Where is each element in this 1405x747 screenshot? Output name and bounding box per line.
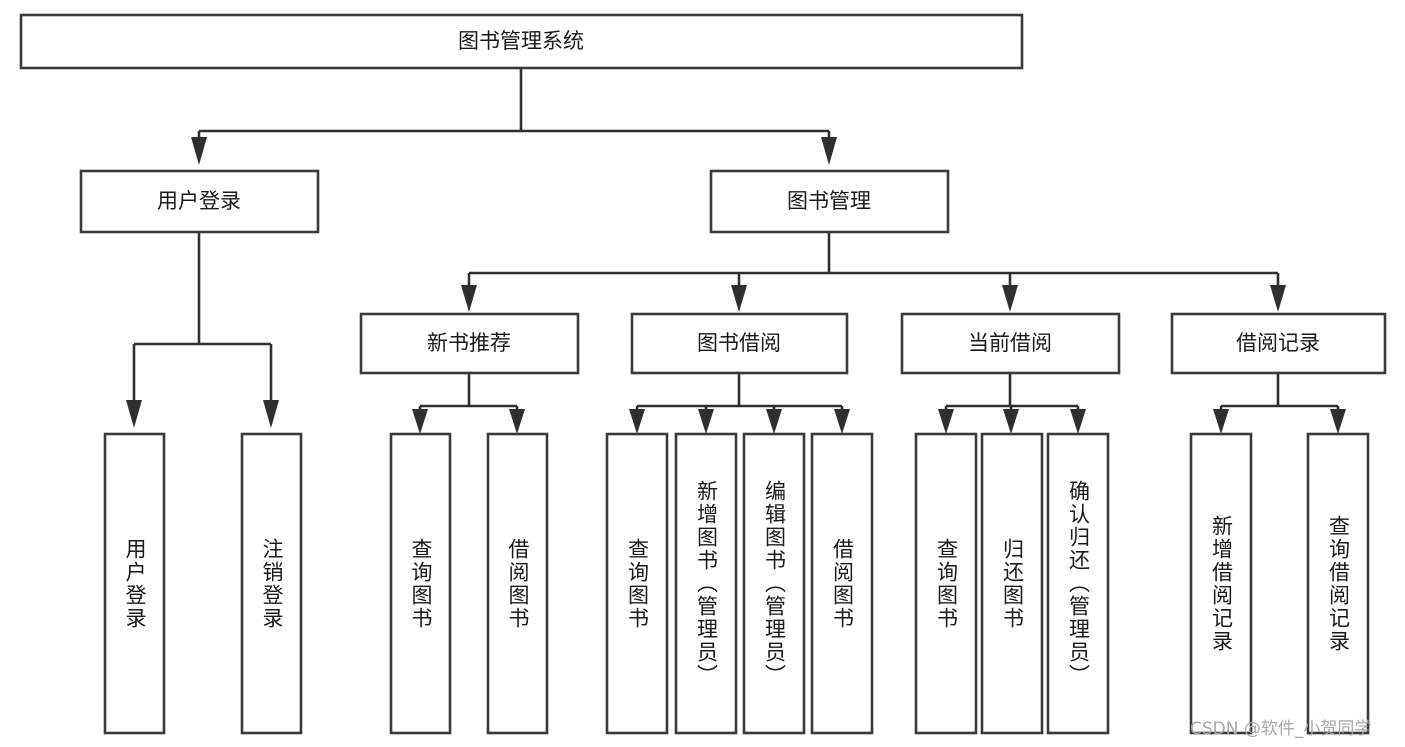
arrow-head-leaf-query-book-3 bbox=[938, 409, 954, 434]
arrow-head-leaf-add-book bbox=[698, 409, 714, 434]
connector-layer bbox=[126, 69, 1346, 434]
leaf-edit-book-box[interactable] bbox=[742, 432, 806, 735]
node-current-label: 当前借阅 bbox=[968, 331, 1052, 355]
node-bookmgmt-box[interactable] bbox=[709, 169, 950, 234]
leaf-add-record-box[interactable] bbox=[1189, 432, 1253, 735]
arrow-head-leaf-query-book-1 bbox=[412, 409, 428, 434]
node-root-label: 图书管理系统 bbox=[458, 29, 584, 53]
arrow-head-leaf-query-book-2 bbox=[629, 409, 645, 434]
node-login-label: 用户登录 bbox=[157, 189, 241, 213]
node-record-label: 借阅记录 bbox=[1236, 331, 1320, 355]
arrow-head-leaf-borrow-book-2 bbox=[834, 409, 850, 434]
leaf-user-login-box[interactable] bbox=[103, 432, 166, 735]
arrow-head-leaf-user-login bbox=[126, 400, 142, 428]
node-borrow-box[interactable] bbox=[630, 312, 849, 375]
arrow-head-newbook bbox=[461, 285, 477, 312]
node-newbook-label: 新书推荐 bbox=[427, 331, 511, 355]
node-current-box[interactable] bbox=[900, 312, 1121, 375]
arrow-head-leaf-add-record bbox=[1213, 409, 1229, 434]
arrow-head-record bbox=[1270, 285, 1286, 312]
arrow-head-leaf-edit-book bbox=[766, 409, 782, 434]
leaf-query-book-1-box[interactable] bbox=[389, 432, 452, 735]
arrow-head-leaf-return-book bbox=[1003, 409, 1019, 434]
arrow-head-borrow bbox=[731, 285, 747, 312]
leaf-borrow-book-1-box[interactable] bbox=[486, 432, 549, 735]
leaf-query-book-3-box[interactable] bbox=[914, 432, 978, 735]
node-newbook-box[interactable] bbox=[359, 312, 580, 375]
leaf-query-record-box[interactable] bbox=[1306, 432, 1370, 735]
node-borrow-label: 图书借阅 bbox=[697, 331, 781, 355]
arrow-head-bookmgmt bbox=[821, 137, 837, 165]
leaf-logout-box[interactable] bbox=[240, 432, 303, 735]
arrow-head-leaf-confirm-return bbox=[1070, 409, 1086, 434]
leaf-add-book-box[interactable] bbox=[674, 432, 738, 735]
leaf-confirm-return-box[interactable] bbox=[1046, 432, 1110, 735]
leaf-return-book-box[interactable] bbox=[980, 432, 1044, 735]
arrow-head-current bbox=[1002, 285, 1018, 312]
node-login-box[interactable] bbox=[79, 169, 320, 234]
node-root-box[interactable] bbox=[19, 13, 1024, 70]
arrow-head-login bbox=[191, 137, 207, 165]
csdn-watermark: CSDN @软件_小贺同学 bbox=[1190, 719, 1372, 739]
arrow-head-leaf-borrow-book-1 bbox=[509, 409, 525, 434]
node-bookmgmt-label: 图书管理 bbox=[787, 189, 871, 213]
arrow-head-leaf-logout bbox=[263, 400, 279, 428]
arrow-head-leaf-query-record bbox=[1330, 409, 1346, 434]
leaf-borrow-book-2-box[interactable] bbox=[810, 432, 874, 735]
node-record-box[interactable] bbox=[1170, 312, 1387, 375]
leaf-query-book-2-box[interactable] bbox=[605, 432, 669, 735]
